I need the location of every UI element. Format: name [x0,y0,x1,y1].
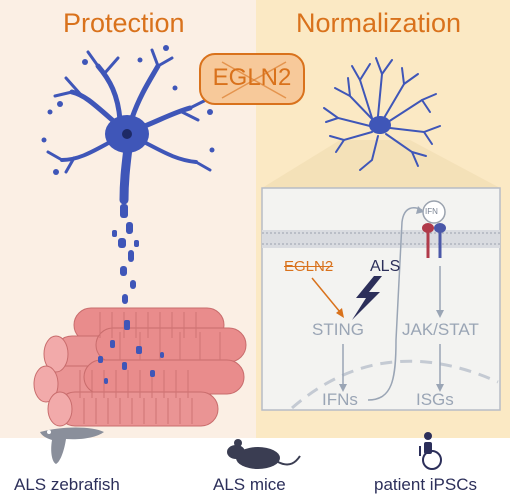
zoom-cone [262,140,500,188]
ifns-label: IFNs [322,390,358,409]
signaling-inset [261,187,501,411]
protection-title: Protection [63,8,185,38]
dendrite-fragments [41,45,215,175]
zebrafish-caption: ALS zebrafish [14,475,120,494]
egln2-arrow [311,277,341,313]
wheelchair-patient-icon [419,432,442,470]
mouse-icon [227,439,301,469]
als-label: ALS [370,258,401,275]
ifn-label: IFN [425,207,438,216]
egln2-badge-label: EGLN2 [212,64,292,91]
egln2-arrowhead [336,308,344,318]
pathway-arrows [339,206,444,401]
mice-caption: ALS mice [213,475,286,494]
neuron-nucleus [122,129,132,139]
lightning-bolt-icon [352,276,382,320]
egln2-badge [199,53,305,105]
zebrafish-icon [40,427,104,464]
muscle-fiber-bundle [33,307,247,427]
ipsc-caption: patient iPSCs [374,475,477,494]
isgs-label: ISGs [416,390,454,409]
normalization-title: Normalization [296,8,462,38]
egln2-inset-label: EGLN2 [284,258,334,275]
astrocyte-soma [369,116,391,134]
sting-label: STING [312,320,364,339]
astrocyte [323,57,441,171]
jak-stat-label: JAK/STAT [402,320,479,339]
fragmented-axon [112,204,139,304]
